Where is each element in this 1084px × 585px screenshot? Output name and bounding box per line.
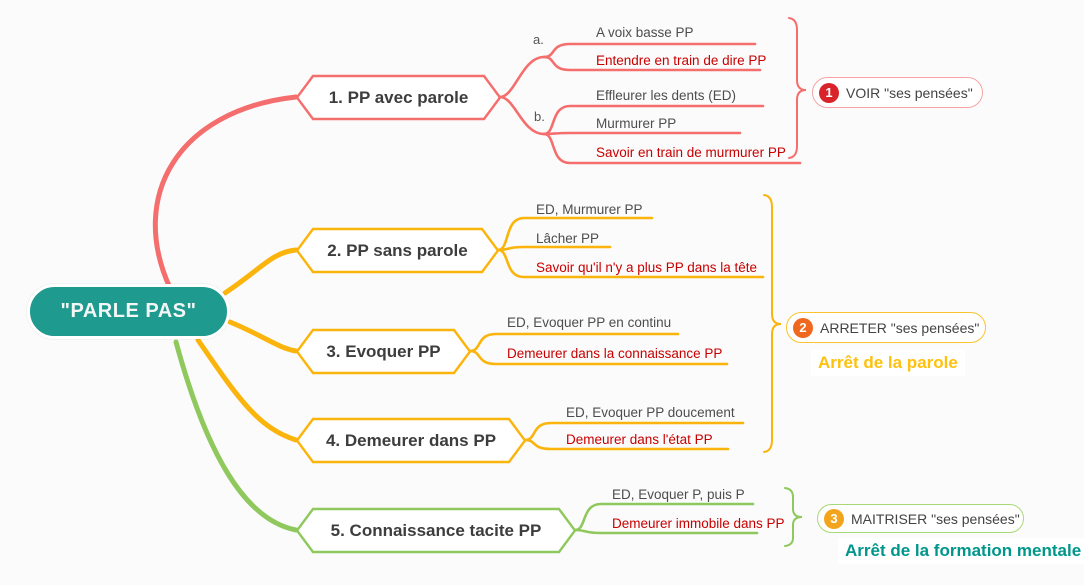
summary-badge-2: 2: [793, 317, 813, 338]
leaf-item[interactable]: Effleurer les dents (ED): [596, 88, 737, 103]
leaf-line-5-2: [573, 528, 759, 535]
summary-arreter[interactable]: 2 ARRETER "ses pensées": [786, 312, 986, 343]
summary-voir[interactable]: 1 VOIR "ses pensées": [812, 77, 983, 108]
branch-1-curve: [152, 94, 299, 291]
leaf-item[interactable]: Murmurer PP: [596, 116, 677, 131]
leaf-item[interactable]: Entendre en train de dire PP: [596, 53, 767, 68]
topic-3[interactable]: 3. Evoquer PP: [326, 341, 441, 361]
leaf-item[interactable]: Lâcher PP: [536, 231, 600, 246]
leaf-line-2-3: [496, 248, 765, 279]
brace-maitriser: [784, 487, 803, 547]
branch-4-curve: [195, 337, 299, 443]
brace-voir: [788, 17, 807, 159]
leaf-item[interactable]: ED, Murmurer PP: [536, 202, 643, 217]
group-label-a: a.: [533, 32, 544, 47]
summary-label-maitriser: MAITRISER "ses pensées": [851, 510, 1020, 527]
leaf-item[interactable]: ED, Evoquer PP en continu: [507, 315, 672, 330]
leaf-item[interactable]: ED, Evoquer PP doucement: [566, 405, 735, 420]
summary-maitriser[interactable]: 3 MAITRISER "ses pensées": [817, 504, 1024, 533]
topic-5[interactable]: 5. Connaissance tacite PP: [330, 520, 542, 540]
topic-4[interactable]: 4. Demeurer dans PP: [325, 430, 497, 450]
leaf-item[interactable]: Savoir qu'il n'y a plus PP dans la tête: [536, 260, 758, 275]
group-label-b: b.: [534, 109, 545, 124]
leaf-item[interactable]: Demeurer dans l'état PP: [566, 432, 713, 447]
summary-label-arreter: ARRETER "ses pensées": [820, 319, 980, 336]
leaf-item[interactable]: ED, Evoquer P, puis P: [612, 487, 745, 502]
summary-label-voir: VOIR "ses pensées": [846, 84, 973, 101]
fork-1a-stem: [498, 55, 546, 99]
summary-badge-1: 1: [819, 82, 839, 103]
leaf-line-2-2: [496, 245, 612, 252]
branch-3-curve: [227, 319, 299, 354]
brace-arreter: [763, 194, 782, 453]
leaf-item[interactable]: A voix basse PP: [596, 25, 694, 40]
branch-2-curve: [222, 247, 299, 296]
leaf-line-1a2: [542, 55, 762, 72]
leaf-item[interactable]: Demeurer dans la connaissance PP: [507, 346, 723, 361]
leaf-item[interactable]: Demeurer immobile dans PP: [612, 516, 785, 531]
branch-5-curve: [173, 339, 299, 533]
topic-2[interactable]: 2. PP sans parole: [327, 240, 468, 260]
caption-arret-parole: Arrêt de la parole: [811, 350, 965, 376]
topic-1[interactable]: 1. PP avec parole: [328, 87, 469, 107]
summary-badge-3: 3: [824, 508, 844, 529]
fork-1b-stem: [498, 95, 546, 136]
leaf-line-1b2: [542, 131, 742, 136]
leaf-line-1b3: [542, 132, 802, 165]
caption-arret-mentale: Arrêt de la formation mentale: [838, 538, 1084, 564]
root-node[interactable]: "PARLE PAS": [27, 284, 230, 339]
leaf-item[interactable]: Savoir en train de murmurer PP: [596, 145, 786, 160]
leaf-line-3-2: [468, 349, 729, 366]
leaf-line-4-2: [523, 438, 730, 451]
